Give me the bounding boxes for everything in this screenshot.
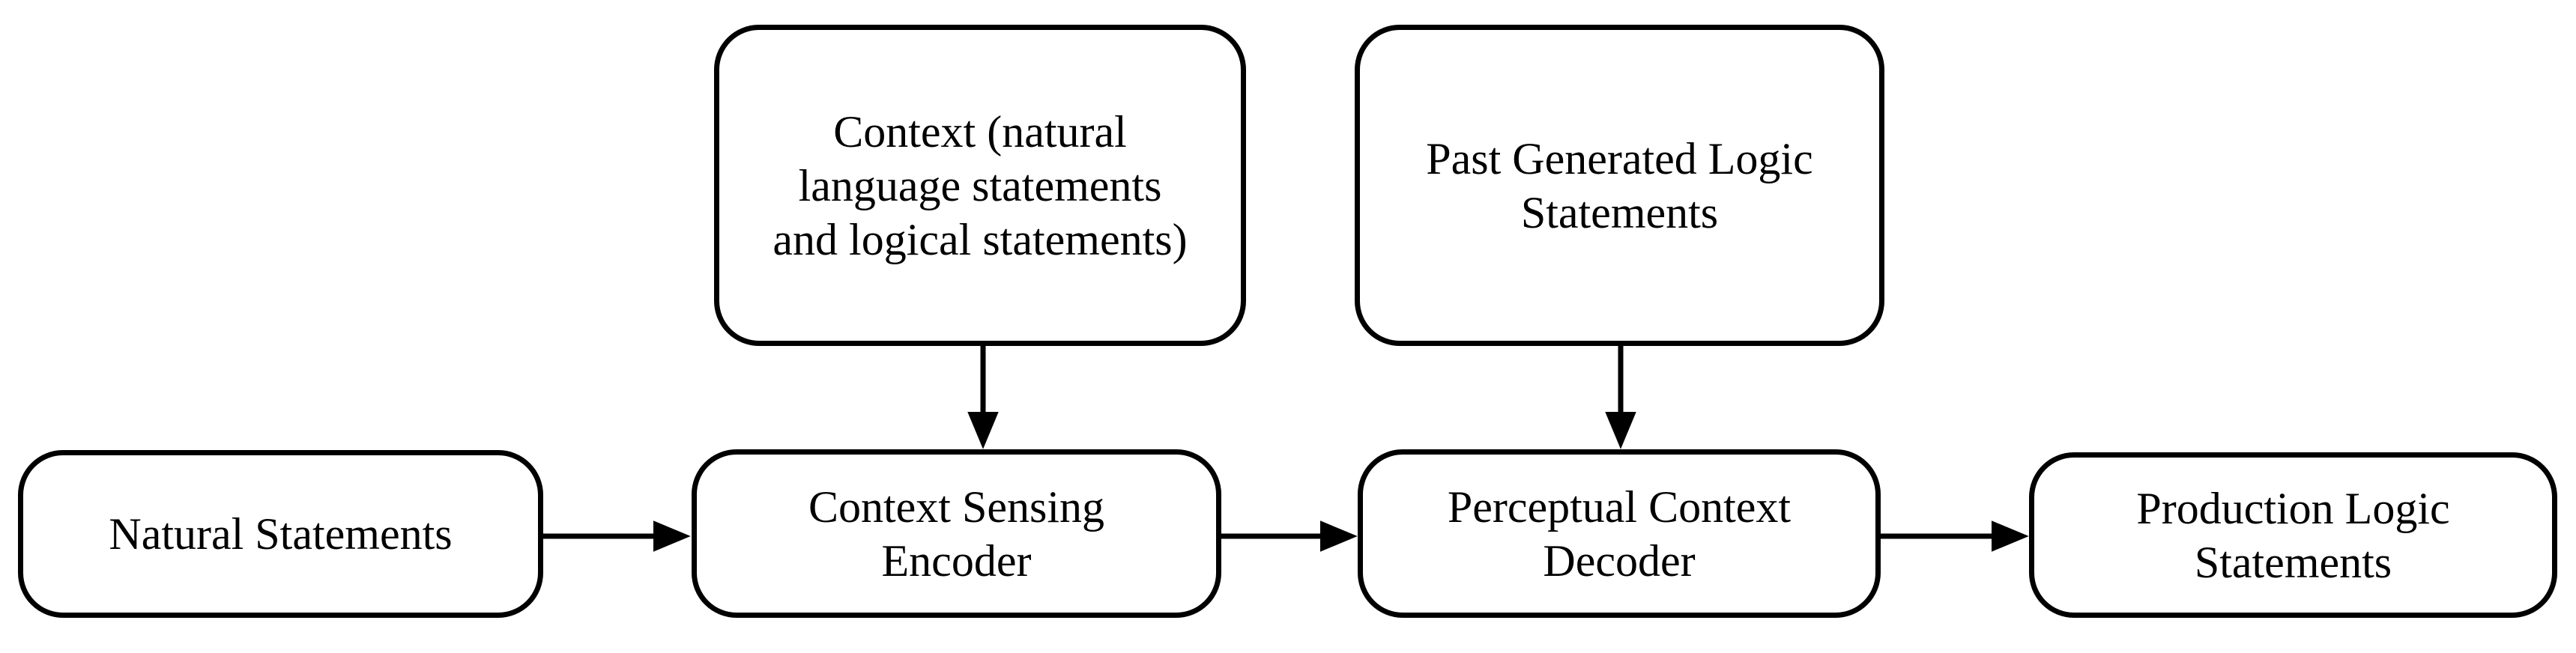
node-context-sensing-encoder: Context Sensing Encoder [692,449,1221,618]
node-context-input: Context (natural language statements and… [714,25,1246,346]
node-past-generated-logic-statements: Past Generated Logic Statements [1355,25,1884,346]
node-past-generated-logic-statements-label: Past Generated Logic Statements [1426,133,1813,237]
node-context-input-label: Context (natural language statements and… [773,106,1188,264]
node-natural-statements-label: Natural Statements [109,509,453,559]
node-production-logic-statements: Production Logic Statements [2029,452,2557,618]
node-production-logic-statements-label: Production Logic Statements [2136,483,2450,587]
node-perceptual-context-decoder: Perceptual Context Decoder [1358,449,1881,618]
node-perceptual-context-decoder-label: Perceptual Context Decoder [1447,482,1792,586]
node-natural-statements: Natural Statements [18,450,543,618]
node-context-sensing-encoder-label: Context Sensing Encoder [808,482,1104,586]
